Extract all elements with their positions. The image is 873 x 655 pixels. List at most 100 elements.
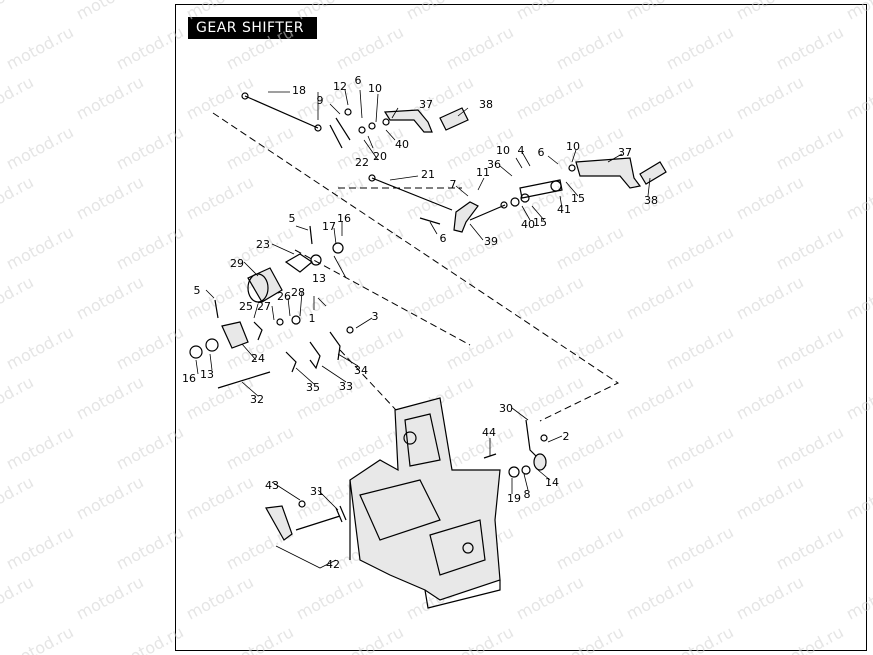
watermark-text: motod.ru (0, 472, 37, 523)
watermark-text: motod.ru (73, 472, 147, 523)
watermark-text: motod.ru (333, 222, 407, 273)
callout-10: 10 (368, 82, 382, 95)
callout-15: 15 (571, 192, 585, 205)
callout-20: 20 (373, 150, 387, 163)
callout-11: 11 (476, 166, 490, 179)
callout-6: 6 (538, 146, 545, 159)
watermark-text: motod.ru (3, 622, 77, 655)
watermark-text: motod.ru (183, 72, 257, 123)
watermark-text: motod.ru (0, 172, 37, 223)
callout-16: 16 (337, 212, 351, 225)
part-shapes (189, 92, 667, 609)
callout-37: 37 (618, 146, 632, 159)
watermark-text: motod.ru (623, 72, 697, 123)
watermark-text: motod.ru (843, 172, 873, 223)
watermark-text: motod.ru (73, 0, 147, 24)
callout-29: 29 (230, 257, 244, 270)
callout-3: 3 (372, 310, 379, 323)
watermark-text: motod.ru (773, 522, 847, 573)
watermark-text: motod.ru (333, 622, 407, 655)
watermark-text: motod.ru (293, 0, 367, 24)
watermark-text: motod.ru (443, 622, 517, 655)
watermark-text: motod.ru (113, 22, 187, 73)
watermark-text: motod.ru (3, 422, 77, 473)
watermark-text: motod.ru (663, 222, 737, 273)
watermark-text: motod.ru (0, 572, 37, 623)
callout-42: 42 (326, 558, 340, 571)
watermark-text: motod.ru (113, 222, 187, 273)
shifter-forks (285, 326, 354, 373)
callout-43: 43 (265, 479, 279, 492)
callout-15: 15 (533, 216, 547, 229)
watermark-text: motod.ru (0, 72, 37, 123)
callout-22: 22 (355, 156, 369, 169)
watermark-text: motod.ru (553, 222, 627, 273)
watermark-text: motod.ru (843, 0, 873, 24)
watermark-text: motod.ru (663, 22, 737, 73)
watermark-text: motod.ru (293, 572, 367, 623)
watermark-text: motod.ru (183, 0, 257, 24)
watermark-text: motod.ru (0, 272, 37, 323)
shifter-pawl-42 (265, 500, 347, 541)
callout-25: 25 (239, 300, 253, 313)
shift-rod-21 (368, 174, 453, 211)
watermark-text: motod.ru (183, 272, 257, 323)
watermark-text: motod.ru (843, 272, 873, 323)
watermark-text: motod.ru (403, 0, 477, 24)
callout-1: 1 (309, 312, 316, 325)
callout-17: 17 (322, 220, 336, 233)
lever-39 (419, 193, 530, 233)
callout-34: 34 (354, 364, 368, 377)
watermark-text: motod.ru (553, 322, 627, 373)
watermark-text: motod.ru (73, 572, 147, 623)
callout-5: 5 (194, 284, 201, 297)
watermark-text: motod.ru (3, 122, 77, 173)
watermark-text: motod.ru (333, 322, 407, 373)
watermark-text: motod.ru (73, 372, 147, 423)
callout-33: 33 (339, 380, 353, 393)
watermark-text: motod.ru (513, 0, 587, 24)
watermark-text: motod.ru (663, 122, 737, 173)
right-lever-30 (483, 419, 548, 478)
watermark-text: motod.ru (293, 172, 367, 223)
watermark-text: motod.ru (73, 72, 147, 123)
watermark-text: motod.ru (73, 172, 147, 223)
callout-2: 2 (563, 430, 570, 443)
callout-8: 8 (524, 488, 531, 501)
callout-14: 14 (545, 476, 559, 489)
watermark-text: motod.ru (843, 372, 873, 423)
callout-13: 13 (312, 272, 326, 285)
callout-41: 41 (557, 203, 571, 216)
watermark-text: motod.ru (843, 572, 873, 623)
watermark-text: motod.ru (663, 322, 737, 373)
callout-31: 31 (310, 485, 324, 498)
fork-shaft-32 (217, 371, 271, 389)
callout-39: 39 (484, 235, 498, 248)
callout-10: 10 (496, 144, 510, 157)
watermark-text: motod.ru (773, 22, 847, 73)
callout-32: 32 (250, 393, 264, 406)
callout-38: 38 (644, 194, 658, 207)
watermark-text: motod.ru (223, 122, 297, 173)
right-shift-lever (519, 157, 667, 199)
watermark-text: motod.ru (663, 422, 737, 473)
callout-28: 28 (291, 286, 305, 299)
callout-24: 24 (251, 352, 265, 365)
callout-40: 40 (395, 138, 409, 151)
shifter-pawl-parts (189, 299, 301, 359)
watermark-text: motod.ru (773, 322, 847, 373)
watermark-text: motod.ru (623, 572, 697, 623)
watermark-text: motod.ru (553, 22, 627, 73)
watermark-text: motod.ru (443, 322, 517, 373)
watermark-text: motod.ru (623, 472, 697, 523)
watermark-text: motod.ru (113, 522, 187, 573)
watermark-text: motod.ru (623, 272, 697, 323)
watermark-text: motod.ru (183, 172, 257, 223)
watermark-text: motod.ru (113, 622, 187, 655)
watermark-text: motod.ru (113, 422, 187, 473)
watermark-text: motod.ru (733, 372, 807, 423)
watermark-text: motod.ru (223, 622, 297, 655)
watermark-text: motod.ru (443, 22, 517, 73)
callout-44: 44 (482, 426, 496, 439)
